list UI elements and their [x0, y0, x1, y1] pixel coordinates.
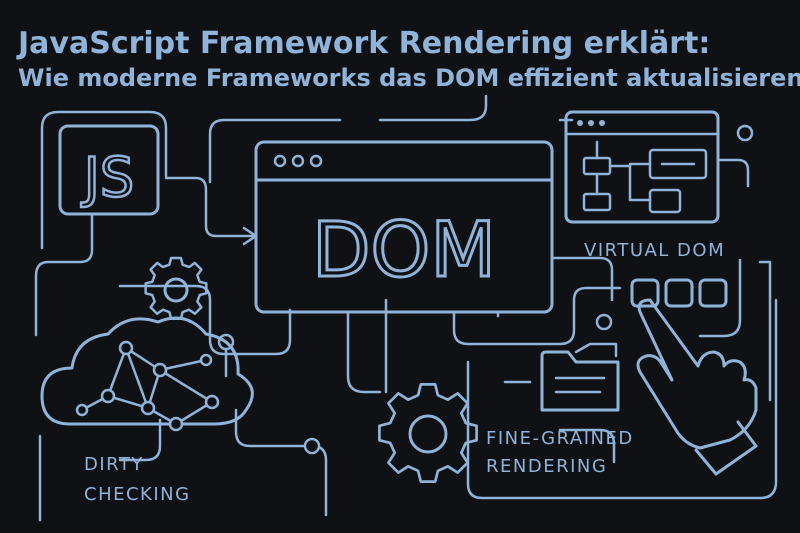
dom-window: DOM [254, 140, 554, 314]
dirty-checking-label-1: DIRTY [84, 454, 144, 475]
page-title: JavaScript Framework Rendering erklärt: [18, 26, 711, 61]
virtual-dom-window: VIRTUAL DOM [564, 110, 725, 261]
virtual-dom-label: VIRTUAL DOM [584, 240, 725, 261]
dom-label: DOM [312, 205, 496, 294]
window-dot-3 [309, 154, 323, 168]
js-label: JS [81, 146, 134, 209]
dirty-checking-label-2: CHECKING [84, 484, 191, 505]
pointing-hand-icon [636, 298, 758, 476]
large-gear-icon [378, 383, 478, 483]
fine-grained-label-1: FINE-GRAINED [486, 428, 634, 449]
connector-lines [34, 94, 778, 522]
folder-icon [540, 342, 620, 412]
page-subtitle: Wie moderne Frameworks das DOM effizient… [18, 64, 800, 92]
window-dot-2 [291, 154, 305, 168]
js-box: JS [58, 124, 160, 216]
window-dot-1 [273, 154, 287, 168]
fine-grained-label-2: RENDERING [486, 456, 607, 477]
component-squares [630, 278, 728, 308]
cloud-network-icon [40, 316, 254, 432]
gear-icon [144, 256, 208, 320]
